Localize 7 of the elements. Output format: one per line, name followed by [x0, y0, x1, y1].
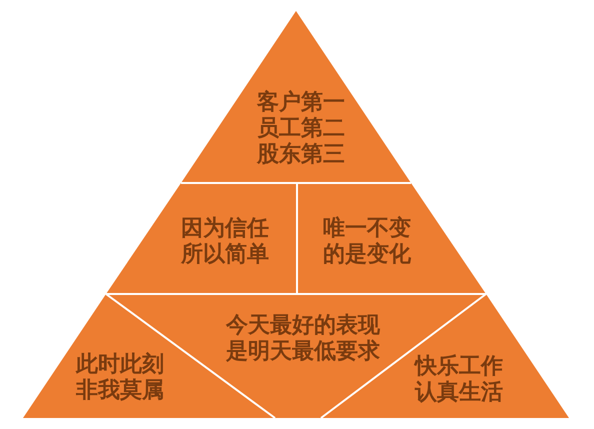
pyramid-section: [181, 11, 411, 183]
slogan-text: 今天最好的表现是明天最低要求: [224, 313, 381, 365]
slogan-text: 因为信任所以简单: [180, 216, 270, 268]
slogan-text: 唯一不变的是变化: [322, 216, 412, 268]
slogan-text: 快乐工作认真生活: [413, 354, 504, 406]
slogan-text: 此时此刻非我莫属: [74, 352, 165, 404]
slogan-text: 客户第一员工第二股东第三: [256, 90, 346, 168]
